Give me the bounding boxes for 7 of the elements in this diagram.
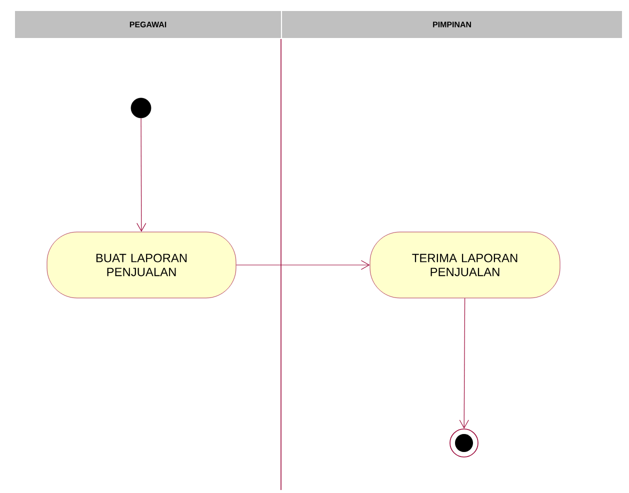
arrow bbox=[236, 260, 370, 270]
arrow bbox=[136, 118, 146, 232]
end-node bbox=[450, 428, 478, 458]
start-node bbox=[130, 98, 152, 118]
activity-box: BUAT LAPORAN PENJUALAN bbox=[46, 232, 236, 298]
activity-box: TERIMA LAPORAN PENJUALAN bbox=[370, 232, 560, 298]
arrow bbox=[459, 298, 469, 429]
